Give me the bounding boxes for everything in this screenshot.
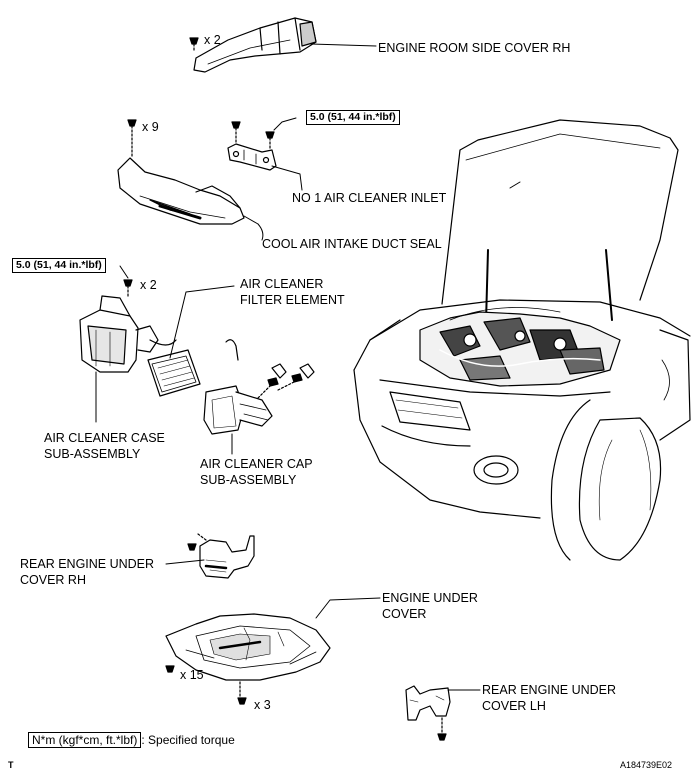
clip-icon xyxy=(127,119,137,157)
label-case-line1: AIR CLEANER CASE xyxy=(44,431,165,445)
label-cap-line1: AIR CLEANER CAP xyxy=(200,457,313,471)
label-cap-line2: SUB-ASSEMBLY xyxy=(200,473,297,487)
section-mark: T xyxy=(8,760,14,770)
air-cleaner-case-drawing xyxy=(79,265,177,423)
bolt-icon xyxy=(437,733,447,741)
bolt-icon xyxy=(165,665,175,673)
duct-seal-drawing xyxy=(117,119,264,241)
qty-case-bolts: x 2 xyxy=(140,278,157,292)
torque-legend: N*m (kgf*cm, ft.*lbf): Specified torque xyxy=(28,732,235,748)
label-side-cover-rh: ENGINE ROOM SIDE COVER RH xyxy=(378,41,571,55)
bolt-icon xyxy=(187,543,197,551)
rear-under-cover-rh-drawing xyxy=(165,533,255,579)
label-under-cover-line1: ENGINE UNDER xyxy=(382,591,478,605)
engine-under-cover-drawing xyxy=(165,597,381,705)
bolt-icon xyxy=(123,279,133,299)
torque-box-inlet: 5.0 (51, 44 in.*lbf) xyxy=(306,110,400,125)
bolt-icon xyxy=(237,697,247,705)
label-case-line2: SUB-ASSEMBLY xyxy=(44,447,141,461)
figure-id: A184739E02 xyxy=(620,760,673,770)
label-rear-rh-line1: REAR ENGINE UNDER xyxy=(20,557,155,571)
qty-under-cover-bolts-b: x 3 xyxy=(254,698,271,712)
label-duct-seal: COOL AIR INTAKE DUCT SEAL xyxy=(262,237,442,251)
clip-icon xyxy=(189,37,199,53)
label-under-cover-line2: COVER xyxy=(382,607,427,621)
label-rear-rh-line2: COVER RH xyxy=(20,573,86,587)
side-cover-rh-drawing xyxy=(189,17,377,73)
rear-under-cover-lh-drawing xyxy=(405,685,481,741)
filter-element-drawing xyxy=(147,285,235,397)
qty-duct-seal-clips: x 9 xyxy=(142,120,159,134)
bolt-icon xyxy=(265,131,275,151)
legend-unit-box: N*m (kgf*cm, ft.*lbf) xyxy=(28,732,142,748)
torque-box-case: 5.0 (51, 44 in.*lbf) xyxy=(12,258,106,273)
label-filter-line2: FILTER ELEMENT xyxy=(240,293,345,307)
legend-unit-text: : Specified torque xyxy=(141,733,235,747)
qty-side-cover-bolts: x 2 xyxy=(204,33,221,47)
air-cleaner-cap-drawing xyxy=(203,339,315,455)
qty-under-cover-bolts-a: x 15 xyxy=(180,668,204,682)
label-filter-line1: AIR CLEANER xyxy=(240,277,324,291)
label-air-cleaner-inlet: NO 1 AIR CLEANER INLET xyxy=(292,191,447,205)
bolt-icon xyxy=(231,121,241,145)
vehicle-drawing xyxy=(353,119,691,561)
label-rear-lh-line2: COVER LH xyxy=(482,699,546,713)
air-cleaner-inlet-drawing xyxy=(227,117,303,191)
label-rear-lh-line1: REAR ENGINE UNDER xyxy=(482,683,617,697)
